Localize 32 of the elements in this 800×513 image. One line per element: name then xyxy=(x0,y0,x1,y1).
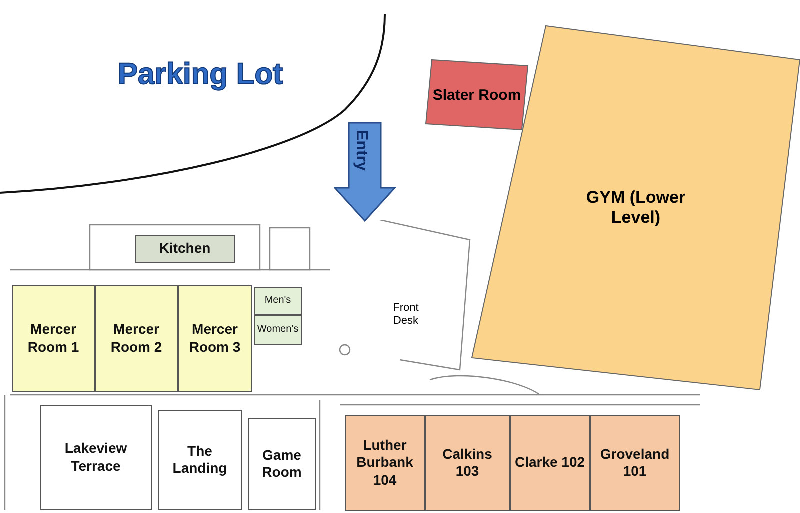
room-name: The Landing xyxy=(172,442,228,478)
room xyxy=(40,405,152,510)
entry-label: Entry xyxy=(353,130,369,171)
room xyxy=(510,415,590,511)
room xyxy=(95,285,178,392)
room xyxy=(254,287,302,315)
room xyxy=(345,415,425,511)
room-name: Mercer Room 3 xyxy=(188,321,242,356)
room-name: Kitchen xyxy=(159,240,211,258)
desk-label: Front Desk xyxy=(392,302,420,328)
room-name: Luther Burbank 104 xyxy=(356,436,414,490)
room xyxy=(12,285,95,392)
room xyxy=(424,58,530,132)
room-name: Slater Room xyxy=(432,86,522,104)
room xyxy=(590,415,680,511)
room-name: Mercer Room 2 xyxy=(110,321,164,356)
room-name: Men's xyxy=(264,294,292,308)
room-name: Game Room xyxy=(261,446,303,482)
room-name: Mercer Room 1 xyxy=(26,321,80,356)
room xyxy=(178,285,252,392)
room-name: Calkins 103 xyxy=(442,446,494,480)
room-name: Lakeview Terrace xyxy=(64,440,128,475)
room xyxy=(248,418,316,510)
room xyxy=(254,315,302,345)
room-name: Women's xyxy=(257,324,299,336)
room-name: GYM (Lower Level) xyxy=(585,188,687,228)
room xyxy=(135,235,235,263)
room xyxy=(425,415,510,511)
room-name: Clarke 102 xyxy=(514,454,586,472)
room-name: Groveland 101 xyxy=(599,446,671,480)
room xyxy=(158,410,242,510)
area-label: Parking Lot xyxy=(118,58,284,92)
